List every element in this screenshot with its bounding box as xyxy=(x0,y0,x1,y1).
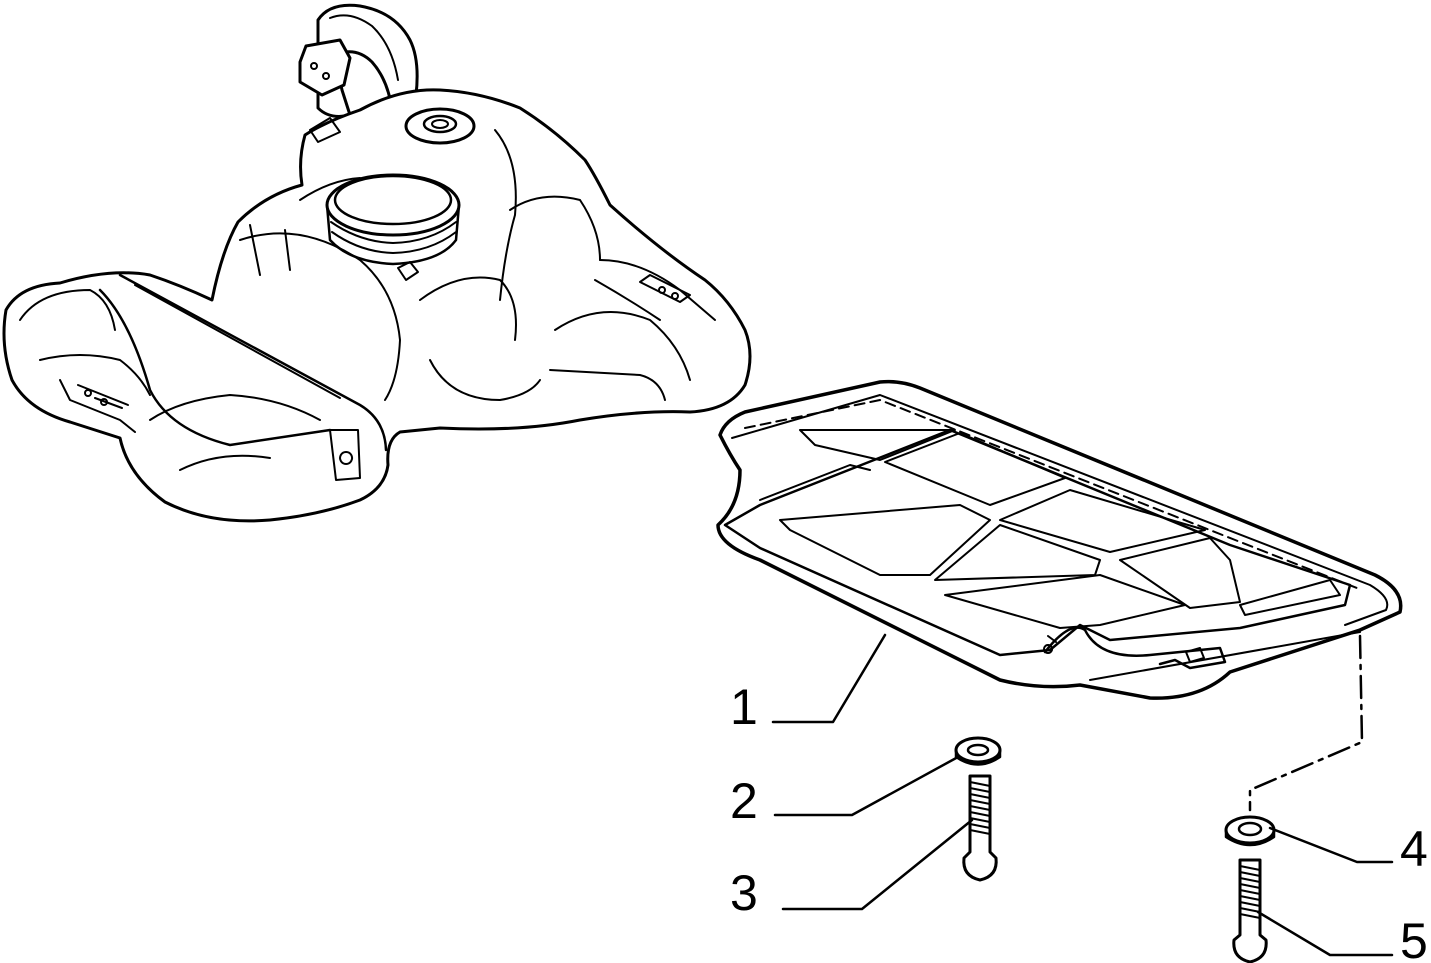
filler-ring xyxy=(325,173,461,281)
alignment-line xyxy=(1248,634,1364,812)
vent-port xyxy=(404,107,476,145)
callout-5: 5 xyxy=(1400,913,1428,963)
leader-line-1 xyxy=(771,633,887,724)
protection-plate-drawing xyxy=(716,379,1403,700)
leader-lines xyxy=(771,633,1394,957)
leader-line-4 xyxy=(1268,826,1394,864)
bolt-3 xyxy=(962,774,998,882)
callout-4: 4 xyxy=(1400,821,1428,877)
callout-2: 2 xyxy=(730,773,758,829)
fuel-tank-drawing xyxy=(2,3,752,523)
callout-3: 3 xyxy=(730,865,758,921)
washer-2 xyxy=(954,736,1002,766)
leader-line-3 xyxy=(781,818,974,911)
bolt-5 xyxy=(1232,858,1268,963)
filler-neck xyxy=(298,3,419,118)
leader-line-5 xyxy=(1256,910,1394,957)
callout-1: 1 xyxy=(730,679,758,735)
leader-line-2 xyxy=(773,755,960,817)
washer-4 xyxy=(1224,815,1276,847)
